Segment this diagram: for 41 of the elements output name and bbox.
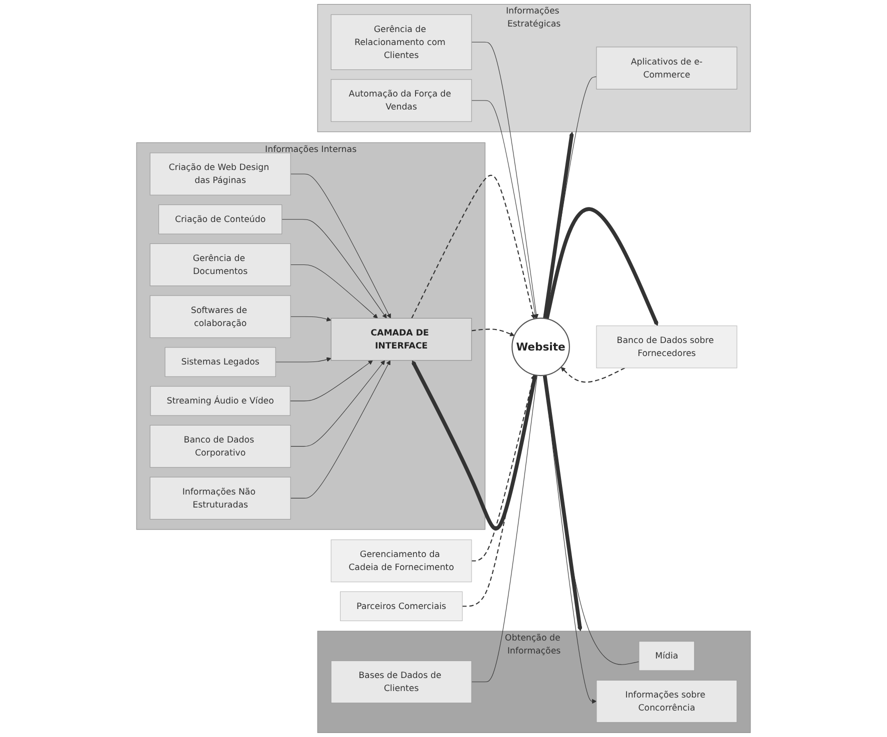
arrow (290, 316, 332, 322)
arrow (472, 374, 536, 562)
arrow (544, 375, 597, 704)
arrow (282, 219, 387, 318)
arrow (472, 328, 515, 336)
arrow (542, 375, 582, 632)
node-box: Informações Não Estruturadas (150, 476, 291, 520)
arrow (290, 264, 378, 318)
arrow (462, 374, 536, 607)
node-box: Gerência de Documentos (150, 243, 291, 286)
node-box: Mídia (638, 641, 695, 671)
node-box: Criação de Web Design das Páginas (150, 152, 291, 196)
arrow (412, 360, 538, 530)
arrow (290, 360, 386, 447)
arrow (471, 42, 539, 319)
arrow (290, 360, 390, 498)
node-box: Parceiros Comerciais (340, 591, 463, 622)
node-box: Streaming Áudio e Vídeo (150, 386, 290, 416)
node-box: Gerência de Relacionamento com Clientes (330, 14, 472, 70)
arrow (275, 357, 332, 362)
arrow (290, 360, 373, 402)
node-box: Softwares de colaboração (150, 295, 291, 338)
node-box: Gerenciamento da Cadeia de Fornecimento (330, 540, 472, 582)
arrow (560, 366, 626, 383)
connector (471, 375, 538, 682)
arrow (543, 132, 574, 318)
node-box: Banco de Dados Corporativo (150, 424, 291, 468)
node-circle: Website (512, 318, 570, 376)
node-box: Aplicativos de e-Commerce (596, 46, 738, 90)
node-box: Sistemas Legados (164, 347, 276, 377)
arrow (471, 100, 538, 319)
node-box: Criação de Conteúdo (158, 204, 282, 234)
node-box: CAMADA DE INTERFACE (330, 318, 472, 361)
arrow (411, 174, 536, 320)
arrow (544, 76, 597, 319)
node-box: Automação da Força de Vendas (330, 79, 472, 122)
arrow (545, 207, 658, 326)
arrow (290, 174, 391, 318)
node-box: Informações sobre Concorrência (596, 680, 738, 723)
node-box: Banco de Dados sobre Fornecedores (596, 326, 738, 368)
node-box: Bases de Dados de Clientes (330, 660, 472, 704)
